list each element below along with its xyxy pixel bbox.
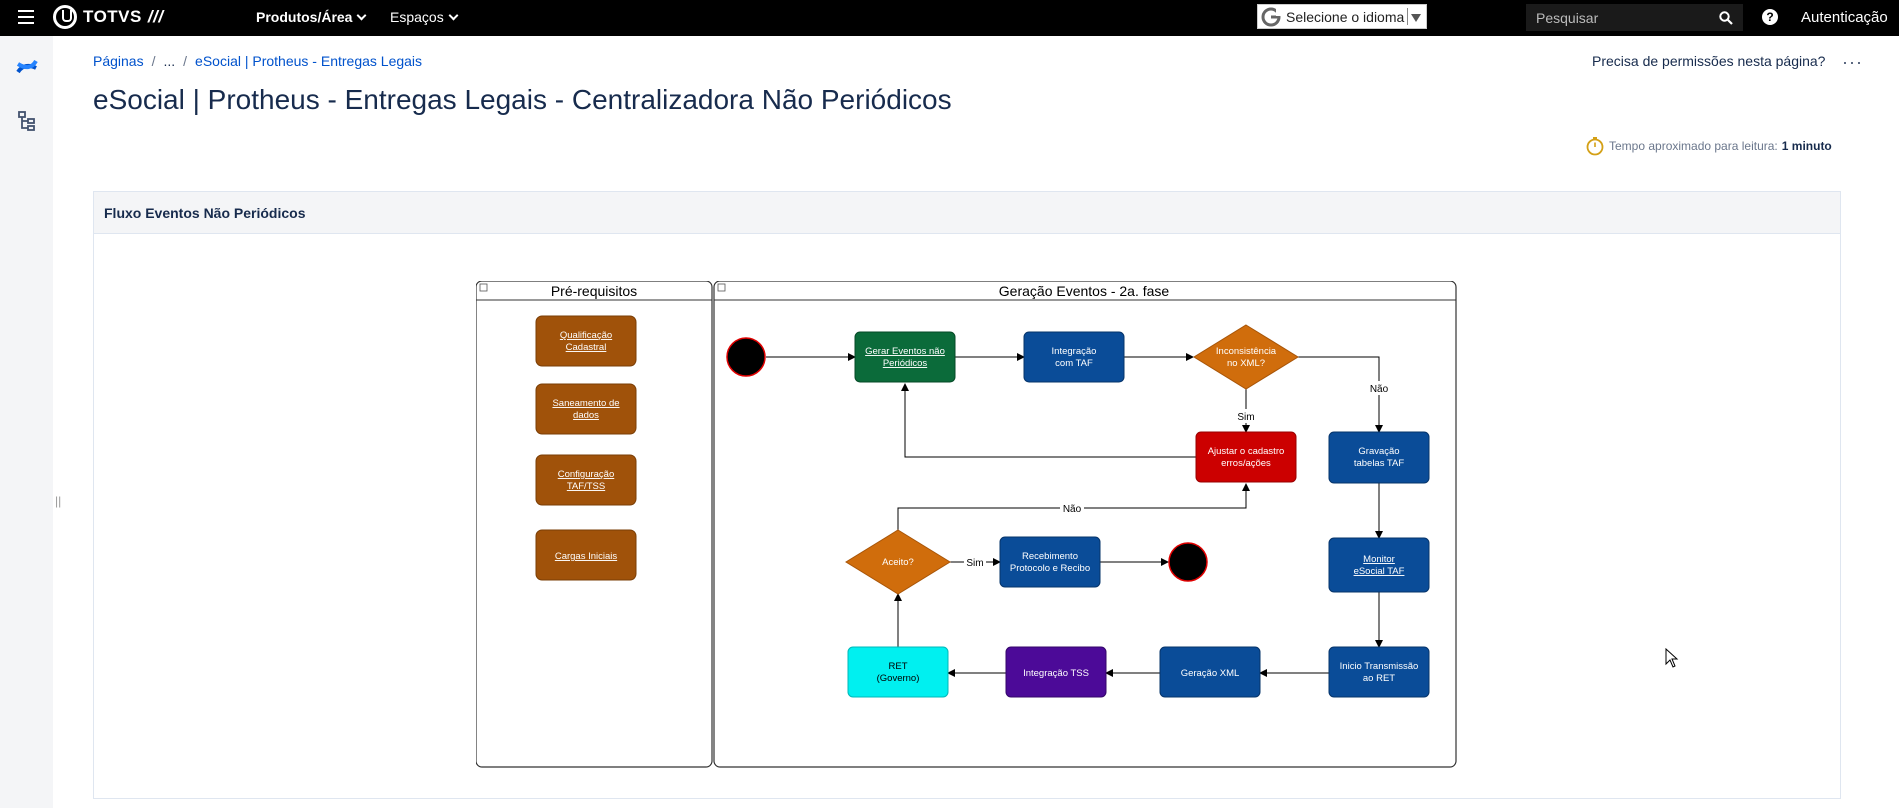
node-label: no XML?	[1227, 358, 1265, 369]
node-label: erros/ações	[1221, 458, 1271, 469]
reading-time-label: Tempo aproximado para leitura:	[1609, 139, 1778, 153]
flow-panel: Fluxo Eventos Não Periódicos Pré-requisi…	[93, 191, 1841, 799]
node-label: Gravação	[1358, 446, 1399, 457]
dropdown-arrow-icon	[1411, 14, 1421, 22]
lane-prereq-title: Pré-requisitos	[551, 283, 637, 299]
more-actions-icon[interactable]: ···	[1842, 52, 1863, 72]
lane-main-title: Geração Eventos - 2a. fase	[999, 283, 1170, 299]
prereq-label: Cargas Iniciais	[555, 551, 618, 562]
node-aceito-decision[interactable]: Aceito?	[845, 529, 951, 595]
collapse-icon[interactable]	[717, 283, 726, 292]
prereq-label: dados	[573, 410, 599, 421]
brand-name: TOTVS	[83, 7, 142, 26]
help-icon[interactable]: ?	[1762, 9, 1778, 25]
nav-espacos-label: Espaços	[390, 9, 444, 25]
node-recebimento-protocolo[interactable]: Recebimento Protocolo e Recibo	[999, 536, 1101, 588]
panel-title: Fluxo Eventos Não Periódicos	[94, 192, 1840, 234]
nav-produtos-label: Produtos/Área	[256, 9, 353, 25]
sidebar-resize-handle[interactable]: ||	[55, 494, 62, 508]
breadcrumb-ellipsis[interactable]: ...	[163, 53, 176, 69]
node-monitor-esocial[interactable]: Monitor eSocial TAF	[1328, 537, 1430, 593]
edge-label-nao: Não	[1063, 504, 1082, 515]
node-geracao-xml[interactable]: Geração XML	[1159, 646, 1261, 698]
end-event[interactable]	[1168, 542, 1208, 582]
lane-generation: Geração Eventos - 2a. fase	[713, 281, 1457, 768]
top-navigation-bar: TOTVS /// Produtos/Área Espaços Selecion…	[0, 0, 1899, 36]
node-inconsistencia-decision[interactable]: Inconsistência no XML?	[1193, 324, 1299, 390]
page-title: eSocial | Protheus - Entregas Legais - C…	[93, 84, 952, 115]
prereq-label: Saneamento de	[552, 398, 619, 409]
node-label: Integração	[1052, 346, 1097, 357]
language-select-label: Selecione o idioma	[1286, 8, 1405, 25]
breadcrumb-parent[interactable]: eSocial | Protheus - Entregas Legais	[195, 53, 423, 69]
totvs-logo-mark	[53, 5, 77, 29]
node-label: Protocolo e Recibo	[1010, 563, 1090, 574]
breadcrumb-root[interactable]: Páginas	[93, 53, 144, 69]
edge-label-sim: Sim	[1237, 412, 1254, 423]
node-label: Inconsistência	[1216, 346, 1277, 357]
node-label: Periódicos	[883, 358, 928, 369]
confluence-icon[interactable]	[16, 56, 38, 78]
prereq-label: Cadastral	[566, 342, 607, 353]
node-label: Integração TSS	[1023, 668, 1089, 679]
node-gerar-eventos[interactable]: Gerar Eventos não Periódicos	[854, 331, 956, 383]
node-inicio-transmissao[interactable]: Inicio Transmissão ao RET	[1328, 646, 1430, 698]
node-label: Geração XML	[1181, 668, 1240, 679]
search-input[interactable]: Pesquisar	[1526, 4, 1743, 31]
node-label: Recebimento	[1022, 551, 1078, 562]
lane-prerequisites: Pré-requisitos	[476, 281, 713, 768]
node-ajustar-cadastro[interactable]: Ajustar o cadastro erros/ações	[1195, 431, 1297, 483]
flow-diagram: Pré-requisitos Geração Eventos - 2a. fas…	[476, 281, 1457, 768]
start-event[interactable]	[726, 337, 766, 377]
prereq-label: Qualificação	[560, 330, 612, 341]
menu-icon[interactable]	[18, 10, 34, 24]
prereq-label: Configuração	[558, 469, 615, 480]
page-tree-icon[interactable]	[16, 110, 38, 132]
google-icon	[1261, 7, 1282, 26]
mouse-cursor-icon	[1665, 648, 1679, 668]
node-label: Monitor	[1363, 554, 1395, 565]
nav-espacos[interactable]: Espaços	[390, 9, 459, 25]
node-label: Gerar Eventos não	[865, 346, 945, 357]
prereq-cargas[interactable]: Cargas Iniciais	[535, 529, 637, 581]
prereq-saneamento[interactable]: Saneamento de dados	[535, 383, 637, 435]
node-label: eSocial TAF	[1354, 566, 1405, 577]
node-label: Inicio Transmissão	[1340, 661, 1419, 672]
nav-produtos-area[interactable]: Produtos/Área	[256, 9, 367, 25]
search-placeholder: Pesquisar	[1536, 9, 1599, 26]
language-select[interactable]: Selecione o idioma	[1257, 4, 1427, 29]
reading-time-value: 1 minuto	[1781, 139, 1832, 153]
search-icon[interactable]	[1719, 11, 1733, 25]
node-label: tabelas TAF	[1354, 458, 1405, 469]
node-label: (Governo)	[877, 673, 920, 684]
node-label: Ajustar o cadastro	[1208, 446, 1285, 457]
node-integracao-tss[interactable]: Integração TSS	[1005, 646, 1107, 698]
prereq-configuracao[interactable]: Configuração TAF/TSS	[535, 454, 637, 506]
login-link[interactable]: Autenticação	[1801, 9, 1888, 26]
chevron-down-icon	[357, 10, 367, 20]
prereq-label: TAF/TSS	[567, 481, 605, 492]
node-ret-governo[interactable]: RET (Governo)	[847, 646, 949, 698]
stopwatch-icon	[1586, 137, 1604, 156]
edge-label-nao: Não	[1370, 384, 1389, 395]
node-label: com TAF	[1055, 358, 1093, 369]
node-label: Aceito?	[882, 557, 914, 568]
chevron-down-icon	[448, 10, 459, 20]
brand-slashes: ///	[147, 7, 164, 26]
left-sidebar	[0, 36, 53, 808]
totvs-logo[interactable]: TOTVS ///	[53, 5, 164, 29]
request-permission-link[interactable]: Precisa de permissões nesta página?	[1592, 53, 1826, 69]
prereq-qualificacao[interactable]: Qualificação Cadastral	[535, 315, 637, 367]
node-gravacao-tabelas[interactable]: Gravação tabelas TAF	[1328, 431, 1430, 484]
collapse-icon[interactable]	[479, 283, 488, 292]
reading-time: Tempo aproximado para leitura: 1 minuto	[1585, 136, 1832, 156]
node-integracao-taf[interactable]: Integração com TAF	[1023, 331, 1125, 383]
edge-label-sim: Sim	[966, 558, 983, 569]
node-label: ao RET	[1363, 673, 1395, 684]
breadcrumb: Páginas / ... / eSocial | Protheus - Ent…	[93, 53, 423, 69]
node-label: RET	[889, 661, 908, 672]
